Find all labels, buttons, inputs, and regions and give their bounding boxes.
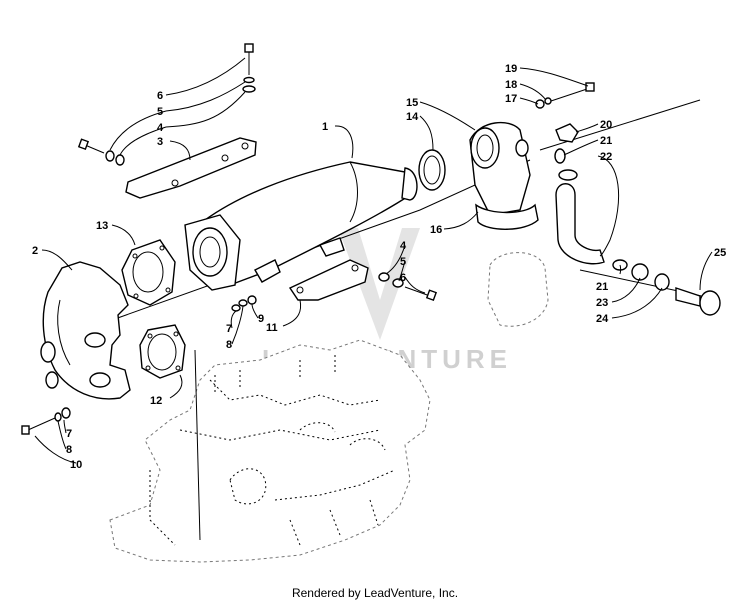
callout-17: 17 — [505, 93, 517, 105]
callout-labels: 1 2 3 4 5 6 4 5 6 7 8 9 7 8 10 11 12 13 … — [32, 63, 726, 471]
callout-8-middle: 8 — [226, 339, 232, 351]
callout-12: 12 — [150, 395, 162, 407]
fasteners-right-top — [535, 82, 595, 109]
callout-7-lower: 7 — [66, 428, 72, 440]
callout-9: 9 — [258, 313, 264, 325]
callout-16: 16 — [430, 224, 442, 236]
render-credit: Rendered by LeadVenture, Inc. — [291, 586, 459, 600]
callout-4-middle: 4 — [400, 240, 407, 252]
callout-5-middle: 5 — [400, 256, 406, 268]
engine-block-outline — [109, 339, 431, 563]
elbow-part-15 — [469, 121, 539, 230]
boot-part-16 — [487, 252, 549, 327]
callout-11: 11 — [266, 322, 278, 334]
callout-22: 22 — [600, 151, 612, 163]
callout-10: 10 — [70, 459, 82, 471]
leader-lines — [34, 57, 713, 464]
fasteners-upper — [77, 43, 256, 166]
callout-6-middle: 6 — [400, 272, 406, 284]
callout-2: 2 — [32, 245, 38, 257]
fasteners-lower — [21, 407, 71, 435]
callout-6-upper: 6 — [157, 90, 163, 102]
callout-19: 19 — [505, 63, 517, 75]
callout-21-upper: 21 — [600, 135, 612, 147]
gasket-part-12 — [139, 324, 186, 379]
bracket-part-11 — [288, 259, 369, 301]
callout-3: 3 — [157, 136, 163, 148]
fitting-hose-group — [554, 123, 605, 265]
callout-4-upper: 4 — [157, 122, 164, 134]
callout-5-upper: 5 — [157, 106, 163, 118]
callout-24: 24 — [596, 313, 609, 325]
callout-7-middle: 7 — [226, 323, 232, 335]
gasket-part-13 — [121, 239, 176, 306]
callout-13: 13 — [96, 220, 108, 232]
callout-23: 23 — [596, 297, 608, 309]
fasteners-right-bottom — [612, 259, 721, 316]
callout-20: 20 — [600, 119, 612, 131]
exhaust-manifold-part-2 — [40, 261, 131, 400]
callout-1: 1 — [322, 121, 328, 133]
callout-21-lower: 21 — [596, 281, 608, 293]
callout-25: 25 — [714, 247, 726, 259]
callout-18: 18 — [505, 79, 517, 91]
bracket-part-3 — [125, 137, 257, 199]
gasket-part-14 — [418, 149, 446, 191]
callout-14: 14 — [406, 111, 419, 123]
callout-15: 15 — [406, 97, 418, 109]
callout-8-lower: 8 — [66, 444, 72, 456]
expansion-chamber-part-1 — [184, 161, 418, 291]
